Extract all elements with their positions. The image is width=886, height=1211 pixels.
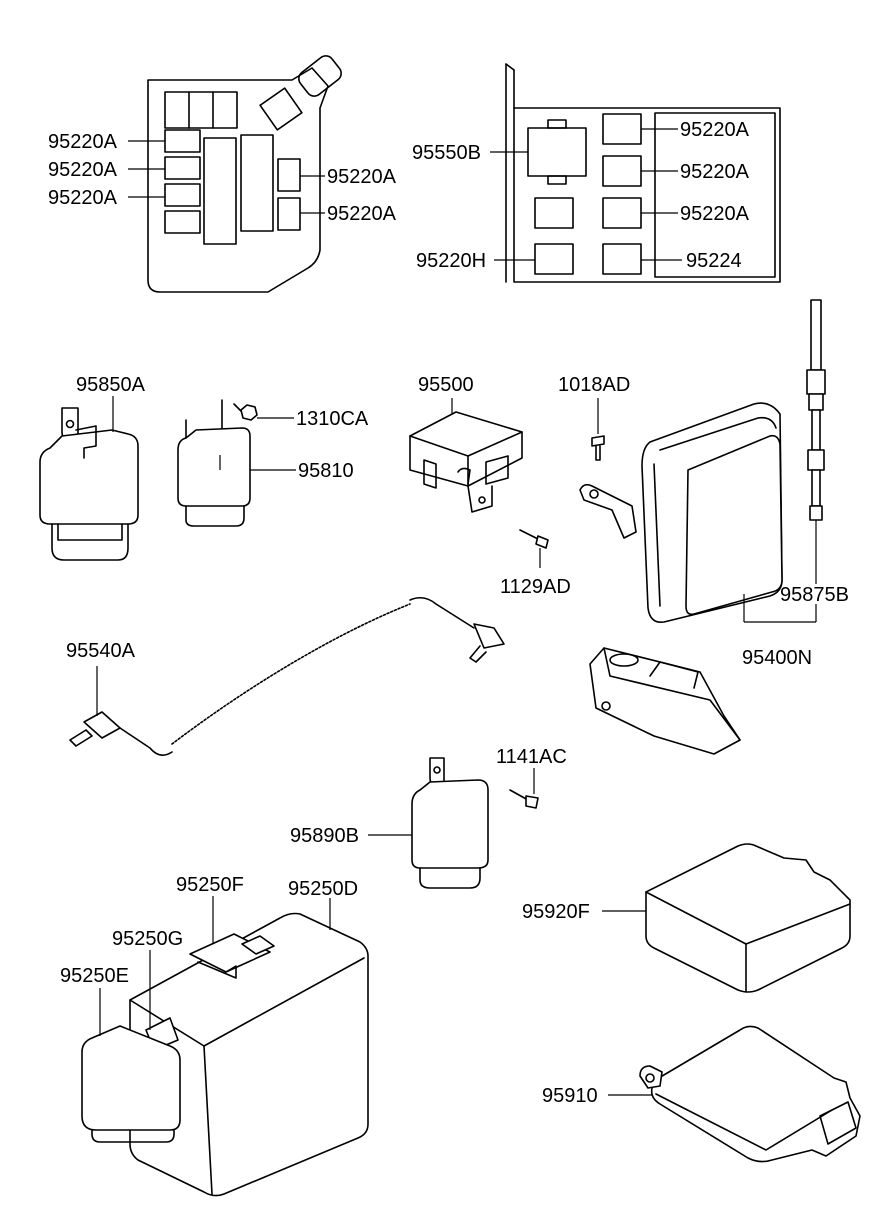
nut-1310ca (233, 403, 294, 421)
label-95220a-1: 95220A (48, 131, 118, 153)
label-95875b: 95875B (780, 584, 849, 606)
label-95220a-7: 95220A (680, 161, 750, 183)
relay-95810 (177, 399, 296, 527)
relay-95850a (39, 396, 139, 561)
label-1310ca: 1310CA (296, 408, 369, 430)
label-95910: 95910 (542, 1085, 598, 1107)
label-1141ac: 1141AC (496, 746, 567, 768)
label-95220a-6: 95220A (680, 119, 750, 141)
label-95250g: 95250G (112, 928, 183, 950)
relay-95890b (368, 757, 489, 889)
label-1129ad: 1129AD (500, 576, 571, 598)
label-95400n: 95400N (742, 647, 812, 669)
label-95220a-3: 95220A (48, 187, 118, 209)
label-95920f: 95920F (522, 901, 590, 923)
module-95920f (602, 843, 851, 993)
label-95250d: 95250D (288, 878, 358, 900)
label-95850a: 95850A (76, 374, 146, 396)
label-95220a-4: 95220A (327, 166, 397, 188)
label-95500: 95500 (418, 374, 474, 396)
label-95220a-5: 95220A (327, 203, 397, 225)
relay-95250e (81, 988, 181, 1143)
control-unit-95400n (579, 402, 816, 624)
antenna-95875b (806, 299, 826, 622)
label-95250e: 95250E (60, 965, 129, 987)
label-95220a-8: 95220A (680, 203, 750, 225)
fuse-box (128, 55, 342, 293)
module-95910 (608, 1025, 861, 1163)
screw-1129ad (519, 529, 549, 568)
label-95810: 95810 (298, 460, 354, 482)
label-95220h: 95220H (416, 250, 486, 272)
label-95540a: 95540A (66, 640, 136, 662)
label-95220a-2: 95220A (48, 159, 118, 181)
relay-panel (490, 63, 781, 283)
label-1018ad: 1018AD (558, 374, 630, 396)
holder-bracket (589, 647, 741, 755)
label-95250f: 95250F (176, 874, 244, 896)
label-95890b: 95890B (290, 825, 359, 847)
label-95224: 95224 (686, 250, 742, 272)
screw-1141ac (509, 768, 539, 809)
screw-1018ad (591, 398, 605, 461)
label-95550b: 95550B (412, 142, 481, 164)
module-95500 (409, 398, 523, 513)
coiled-cable-95540a (69, 596, 505, 756)
